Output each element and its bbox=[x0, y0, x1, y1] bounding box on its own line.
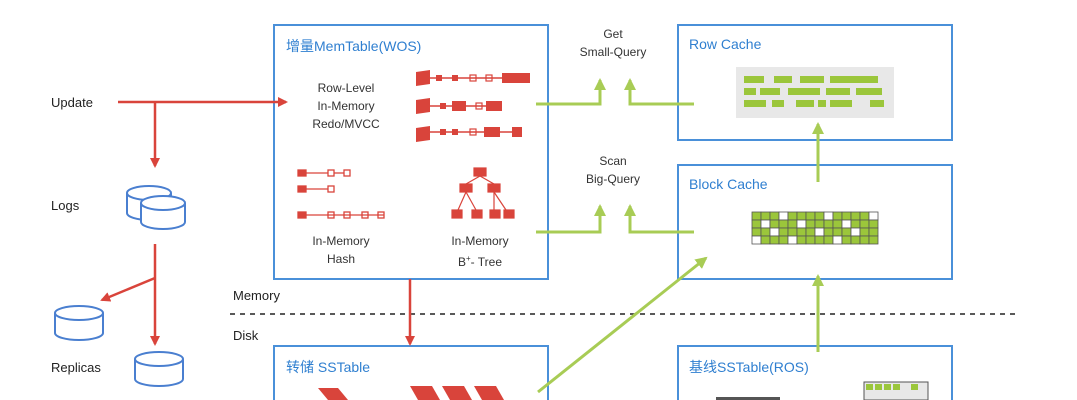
ros-blocks-icon bbox=[716, 381, 929, 400]
sstable-title: 转储 SSTable bbox=[286, 359, 371, 375]
wos-title: 增量MemTable(WOS) bbox=[286, 38, 422, 54]
hash-label: In-Memory Hash bbox=[312, 234, 370, 266]
logs-label: Logs bbox=[51, 198, 80, 213]
update-label: Update bbox=[51, 95, 93, 110]
btree-icon bbox=[451, 167, 515, 219]
logs-database-icon bbox=[126, 185, 186, 230]
small-query-arrows bbox=[536, 78, 694, 106]
sstable-box bbox=[273, 345, 549, 400]
logs-to-replica1-arrow bbox=[100, 276, 156, 302]
ros-title: 基线SSTable(ROS) bbox=[689, 359, 809, 375]
sstable-to-block-cache-arrow bbox=[537, 256, 708, 394]
replicas-label: Replicas bbox=[51, 360, 101, 375]
disk-label: Disk bbox=[233, 328, 259, 343]
replica-database-icon-2 bbox=[134, 351, 184, 387]
btree-label: In-Memory B+- Tree bbox=[451, 234, 509, 269]
big-query-arrows bbox=[536, 204, 694, 234]
ros-box bbox=[677, 345, 953, 400]
sstable-blocks-icon bbox=[318, 386, 504, 400]
row-cache-box bbox=[677, 24, 953, 141]
block-cache-icon bbox=[751, 211, 879, 245]
hash-icon bbox=[297, 169, 385, 219]
big-query-label: Scan Big-Query bbox=[585, 154, 641, 186]
row-cache-title: Row Cache bbox=[689, 36, 762, 52]
block-cache-title: Block Cache bbox=[689, 176, 768, 192]
row-cache-icon bbox=[736, 67, 894, 118]
row-level-redo-icon bbox=[416, 70, 530, 142]
memory-label: Memory bbox=[233, 288, 280, 303]
row-level-label: Row-Level In-Memory Redo/MVCC bbox=[312, 81, 380, 131]
replica-database-icon-1 bbox=[54, 305, 104, 341]
small-query-label: Get Small-Query bbox=[579, 27, 647, 59]
